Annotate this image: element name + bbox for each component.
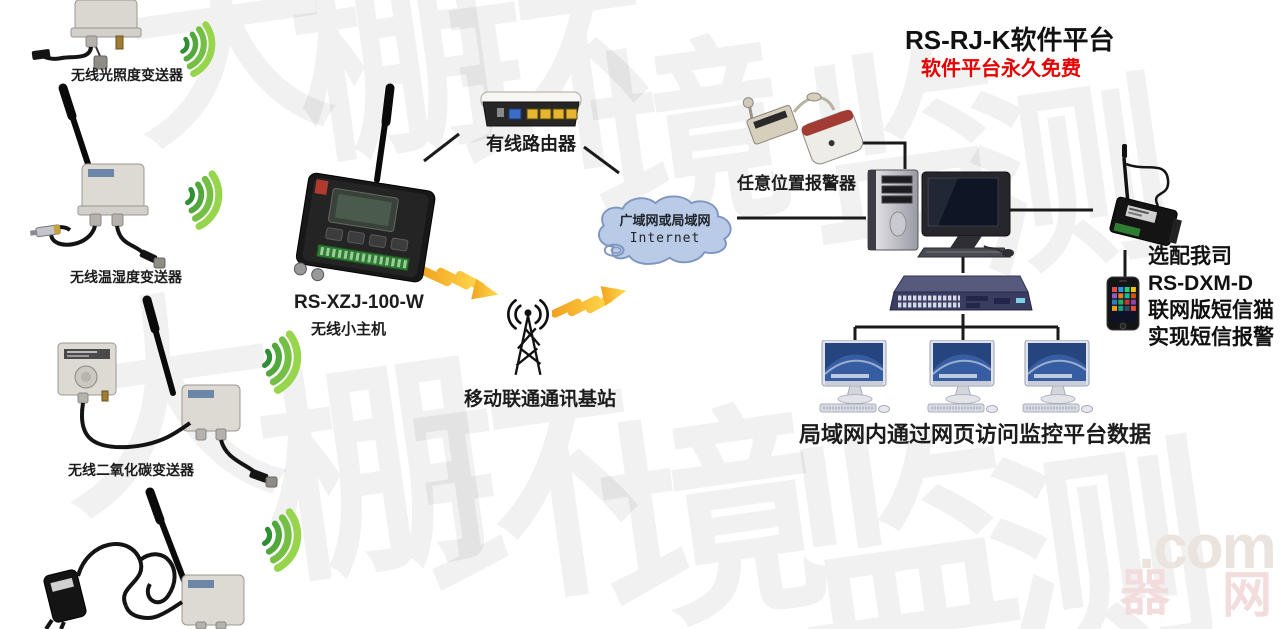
watermark-char: 环 bbox=[402, 355, 663, 629]
host-name-label: 无线小主机 bbox=[311, 321, 387, 338]
sms-modem-device bbox=[1109, 144, 1182, 246]
lightning-arrow-icon bbox=[552, 268, 628, 324]
temp-humidity-sensor-label: 无线温湿度变送器 bbox=[70, 269, 182, 285]
smartphone-device bbox=[1106, 276, 1140, 331]
sms-line-2: RS-DXM-D bbox=[1148, 272, 1253, 295]
host-model-label: RS-XZJ-100-W bbox=[294, 292, 424, 313]
base-station-label: 移动联通通讯基站 bbox=[464, 389, 617, 410]
wired-router-device bbox=[480, 91, 582, 127]
alarm-label: 任意位置报警器 bbox=[737, 174, 856, 193]
lan-caption: 局域网内通过网页访问监控平台数据 bbox=[799, 422, 1152, 447]
wireless-host-device bbox=[293, 83, 436, 283]
light-sensor-label: 无线光照度变送器 bbox=[71, 67, 183, 83]
site-watermark-char: 网 bbox=[1222, 567, 1272, 623]
lan-client-computer bbox=[819, 340, 891, 414]
sms-line-3: 联网版短信猫 bbox=[1148, 299, 1274, 322]
router-label: 有线路由器 bbox=[486, 134, 576, 154]
sms-line-4: 实现短信报警 bbox=[1148, 326, 1274, 349]
sms-option-text: 选配我司 RS-DXM-D 联网版短信猫 实现短信报警 bbox=[1148, 243, 1274, 351]
lan-client-computer bbox=[927, 340, 999, 414]
alarm-device bbox=[742, 92, 864, 165]
temp-humidity-sensor-device bbox=[29, 83, 166, 269]
cloud-label-line2: Internet bbox=[629, 231, 701, 246]
site-watermark-char: 器 bbox=[1120, 565, 1170, 621]
lan-client-computer bbox=[1022, 340, 1094, 414]
soil-sensor-device bbox=[43, 487, 245, 629]
software-platform-title: RS-RJ-K软件平台 bbox=[905, 25, 1115, 55]
co2-sensor-label: 无线二氧化碳变送器 bbox=[68, 462, 194, 478]
cloud-label-line1: 广域网或局域网 bbox=[619, 213, 711, 228]
monitoring-pc-device bbox=[867, 169, 1014, 258]
light-sensor-device bbox=[31, 0, 142, 70]
network-switch-device bbox=[889, 275, 1033, 311]
site-watermark-com: .com bbox=[1138, 513, 1277, 582]
cloud-icon bbox=[598, 195, 732, 265]
co2-sensor-device bbox=[57, 295, 278, 488]
watermark-char: 测 bbox=[972, 410, 1233, 629]
sms-line-1: 选配我司 bbox=[1148, 245, 1232, 268]
antenna-tower-icon bbox=[507, 299, 549, 376]
software-platform-subtitle: 软件平台永久免费 bbox=[921, 58, 1081, 80]
